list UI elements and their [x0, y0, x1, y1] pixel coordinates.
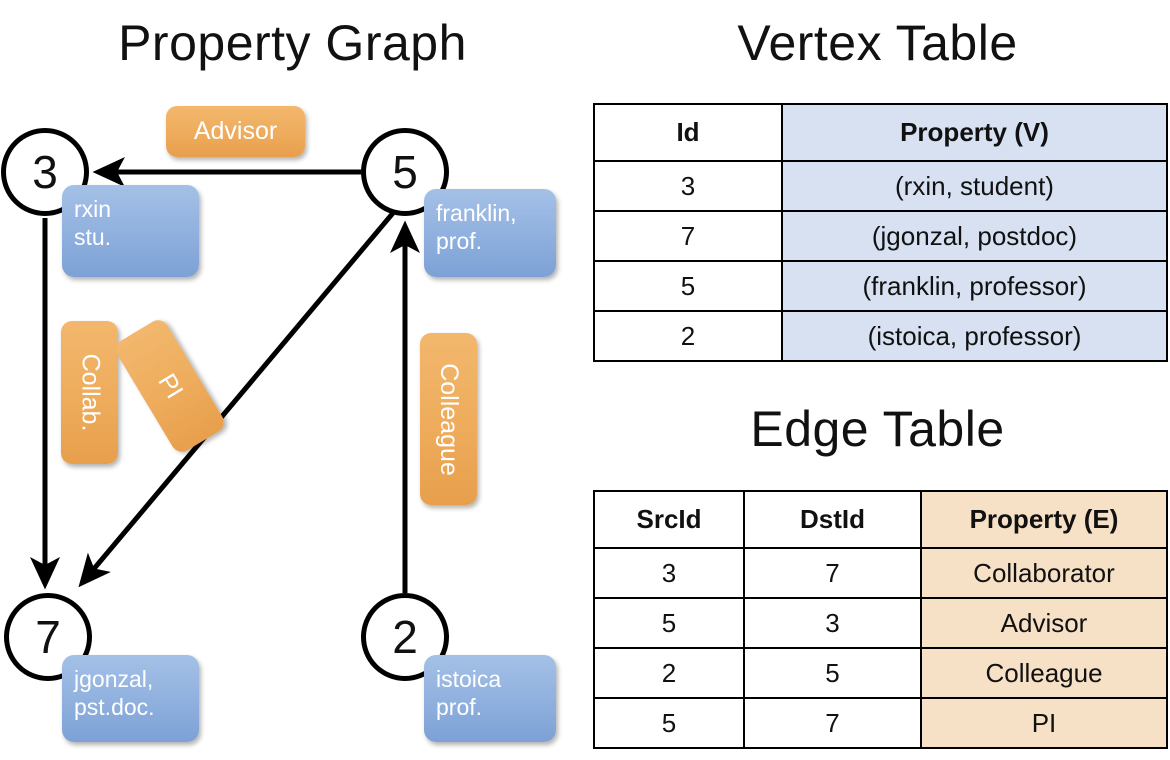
vertex-table: Id Property (V) 3 (rxin, student) 7 (jgo… — [593, 103, 1168, 362]
vertex-row-0-property: (rxin, student) — [781, 160, 1168, 212]
edge-label-colleague[interactable]: Colleague — [420, 333, 477, 505]
node-property-rxin-line1: rxin — [74, 196, 112, 222]
node-property-istoica-line1: istoica — [436, 666, 502, 692]
edge-label-advisor[interactable]: Advisor — [166, 106, 305, 157]
edge-row-1-property: Advisor — [920, 597, 1168, 649]
page-title-vertex-table: Vertex Table — [737, 15, 1018, 71]
edge-row-0-property: Collaborator — [920, 547, 1168, 599]
node-property-box-franklin[interactable]: franklin, prof. — [424, 189, 556, 277]
vertex-row-3-property: (istoica, professor) — [781, 310, 1168, 362]
table-row[interactable]: 2 5 Colleague — [593, 647, 1168, 699]
edge-table-header-row: SrcId DstId Property (E) — [593, 490, 1168, 549]
edge-table-header-srcid: SrcId — [593, 490, 745, 549]
edge-label-collab[interactable]: Collab. — [61, 321, 118, 464]
graph-node-2[interactable]: 2 — [361, 593, 449, 681]
table-row[interactable]: 5 3 Advisor — [593, 597, 1168, 649]
node-property-jgonzal-line2: pst.doc. — [74, 694, 155, 721]
node-2-label: 2 — [392, 611, 418, 663]
page-title-edge-table: Edge Table — [750, 401, 1005, 457]
edge-row-0-dstid: 7 — [743, 547, 922, 599]
vertex-row-0-id: 3 — [593, 160, 783, 212]
edge-row-2-srcid: 2 — [593, 647, 745, 699]
edge-label-advisor-text: Advisor — [193, 117, 278, 145]
edge-row-2-property: Colleague — [920, 647, 1168, 699]
edge-row-2-dstid: 5 — [743, 647, 922, 699]
edge-row-3-srcid: 5 — [593, 697, 745, 749]
vertex-row-1-property: (jgonzal, postdoc) — [781, 210, 1168, 262]
node-property-jgonzal-line1: jgonzal, — [74, 666, 154, 692]
node-5-label: 5 — [392, 146, 418, 198]
edge-row-1-dstid: 3 — [743, 597, 922, 649]
edge-table-header-property: Property (E) — [920, 490, 1168, 549]
edge-label-pi-text: PI — [152, 368, 189, 404]
node-property-box-rxin[interactable]: rxin stu. — [62, 185, 199, 277]
graph-node-5[interactable]: 5 — [361, 128, 449, 216]
node-property-franklin-line2: prof. — [436, 228, 483, 255]
node-property-box-jgonzal[interactable]: jgonzal, pst.doc. — [62, 655, 199, 742]
edge-label-collab-text: Collab. — [76, 353, 105, 432]
vertex-row-2-id: 5 — [593, 260, 783, 312]
vertex-table-header-property: Property (V) — [781, 103, 1168, 162]
node-property-rxin-line2: stu. — [74, 224, 112, 251]
edge-row-3-dstid: 7 — [743, 697, 922, 749]
vertex-row-1-id: 7 — [593, 210, 783, 262]
edge-label-colleague-text: Colleague — [435, 362, 463, 476]
vertex-table-header-row: Id Property (V) — [593, 103, 1168, 162]
property-graph-diagram: 3 5 7 2 rxin stu. franklin, prof. jgonza… — [1, 106, 556, 742]
edge-5-to-7 — [78, 211, 395, 588]
edge-table-header-dstid: DstId — [743, 490, 922, 549]
node-property-istoica-line2: prof. — [436, 694, 483, 721]
table-row[interactable]: 2 (istoica, professor) — [593, 310, 1168, 362]
edge-row-3-property: PI — [920, 697, 1168, 749]
table-row[interactable]: 5 7 PI — [593, 697, 1168, 749]
node-property-box-istoica[interactable]: istoica prof. — [424, 655, 556, 742]
vertex-table-header-id: Id — [593, 103, 783, 162]
node-7-label: 7 — [35, 611, 61, 663]
vertex-row-3-id: 2 — [593, 310, 783, 362]
node-3-label: 3 — [32, 146, 58, 198]
table-row[interactable]: 7 (jgonzal, postdoc) — [593, 210, 1168, 262]
edge-table: SrcId DstId Property (E) 3 7 Collaborato… — [593, 490, 1168, 749]
table-row[interactable]: 3 7 Collaborator — [593, 547, 1168, 599]
edge-row-0-srcid: 3 — [593, 547, 745, 599]
node-property-franklin-line1: franklin, — [436, 200, 517, 226]
graph-edges-layer — [30, 157, 420, 593]
page-title-property-graph: Property Graph — [118, 15, 467, 71]
vertex-row-2-property: (franklin, professor) — [781, 260, 1168, 312]
table-row[interactable]: 3 (rxin, student) — [593, 160, 1168, 212]
table-row[interactable]: 5 (franklin, professor) — [593, 260, 1168, 312]
edge-row-1-srcid: 5 — [593, 597, 745, 649]
